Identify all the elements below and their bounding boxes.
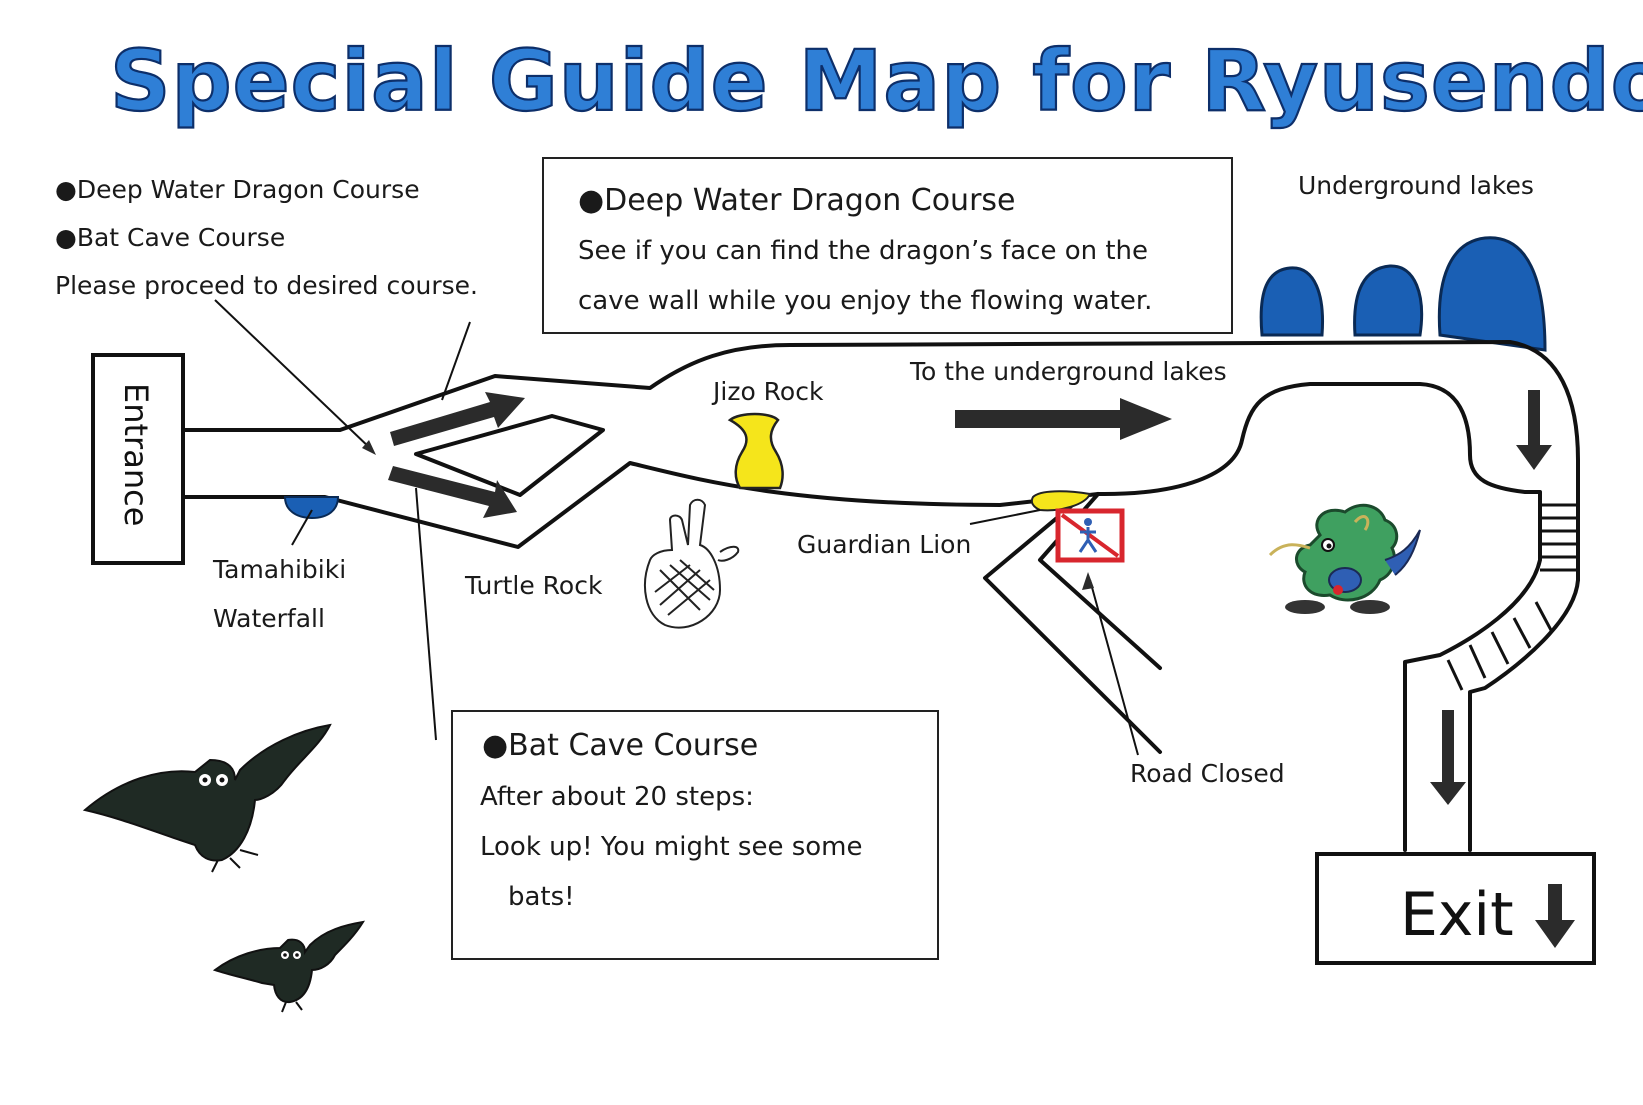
proceed-pointer-line [214, 299, 373, 451]
wall-road-closed-a [983, 495, 1162, 754]
entrance: Entrance [91, 353, 185, 565]
bat-box-line3: bats! [508, 882, 575, 912]
jizo-rock-label: Jizo Rock [711, 377, 824, 406]
intro-proceed-text: Please proceed to desired course. [55, 271, 478, 300]
intro-course-bat-cave: ●Bat Cave Course [55, 223, 285, 252]
bat-box-line1: After about 20 steps: [480, 782, 754, 812]
lake-2 [1353, 264, 1424, 337]
road-closed-pointer-arrowhead [1082, 572, 1094, 590]
road-closed-label: Road Closed [1130, 759, 1285, 788]
deep-water-pointer-line [441, 321, 471, 401]
waterfall-pointer-line [291, 509, 313, 546]
wall-inner-loop [1096, 382, 1542, 852]
arrow-upper-branch-icon [390, 392, 525, 446]
bat-box-line2: Look up! You might see some [480, 832, 862, 862]
underground-lakes [1259, 236, 1547, 352]
turtle-rock-label: Turtle Rock [464, 571, 603, 600]
wall-branch-island [414, 414, 605, 497]
entrance-label: Entrance [117, 383, 155, 526]
deep-water-box-line1: See if you can find the dragon’s face on… [578, 236, 1148, 266]
exit-sign: Exit [1315, 852, 1596, 965]
bat-icon-small [212, 920, 366, 1013]
dragon-mascot-icon [1268, 503, 1421, 614]
down-arrow-icon [1535, 884, 1575, 948]
jizo-rock-icon [727, 412, 784, 490]
tamahibiki-label-1: Tamahibiki [212, 555, 346, 584]
tamahibiki-label-2: Waterfall [213, 604, 325, 633]
arrow-lower-branch-icon [388, 466, 517, 518]
exit-label: Exit [1400, 880, 1514, 950]
turtle-rock-icon [644, 498, 740, 629]
wall-upper-branch [181, 340, 1580, 582]
bat-pointer-line [415, 487, 437, 741]
no-entry-icon [1055, 508, 1125, 563]
deep-water-course-box: ●Deep Water Dragon Course See if you can… [542, 157, 1233, 334]
intro-course-deep-water: ●Deep Water Dragon Course [55, 175, 420, 204]
deep-water-box-line2: cave wall while you enjoy the flowing wa… [578, 286, 1152, 316]
underground-lakes-label: Underground lakes [1298, 171, 1534, 200]
guardian-lion-pointer-line [969, 509, 1041, 525]
bat-box-heading: ●Bat Cave Course [482, 728, 758, 763]
road-closed-pointer-line [1089, 579, 1139, 756]
bat-icon-large [82, 723, 332, 873]
proceed-pointer-arrowhead [362, 440, 376, 455]
guardian-lion-label: Guardian Lion [797, 530, 971, 559]
guardian-lion-icon [1030, 490, 1092, 512]
bat-cave-course-box: ●Bat Cave Course After about 20 steps: L… [451, 710, 939, 960]
waterfall-pool [283, 496, 340, 520]
map-title: Special Guide Map for Ryusendo Cave [110, 32, 1643, 130]
lake-3 [1437, 236, 1547, 352]
arrow-down-exit-path-icon [1430, 710, 1466, 805]
wall-outer-right [1468, 578, 1580, 852]
to-lakes-label: To the underground lakes [909, 357, 1227, 386]
step-marks [1446, 503, 1578, 691]
lake-1 [1259, 266, 1325, 337]
direction-arrows [388, 390, 1552, 805]
deep-water-box-heading: ●Deep Water Dragon Course [578, 183, 1016, 218]
arrow-to-lakes-icon [955, 398, 1172, 440]
arrow-down-right-icon [1516, 390, 1552, 470]
